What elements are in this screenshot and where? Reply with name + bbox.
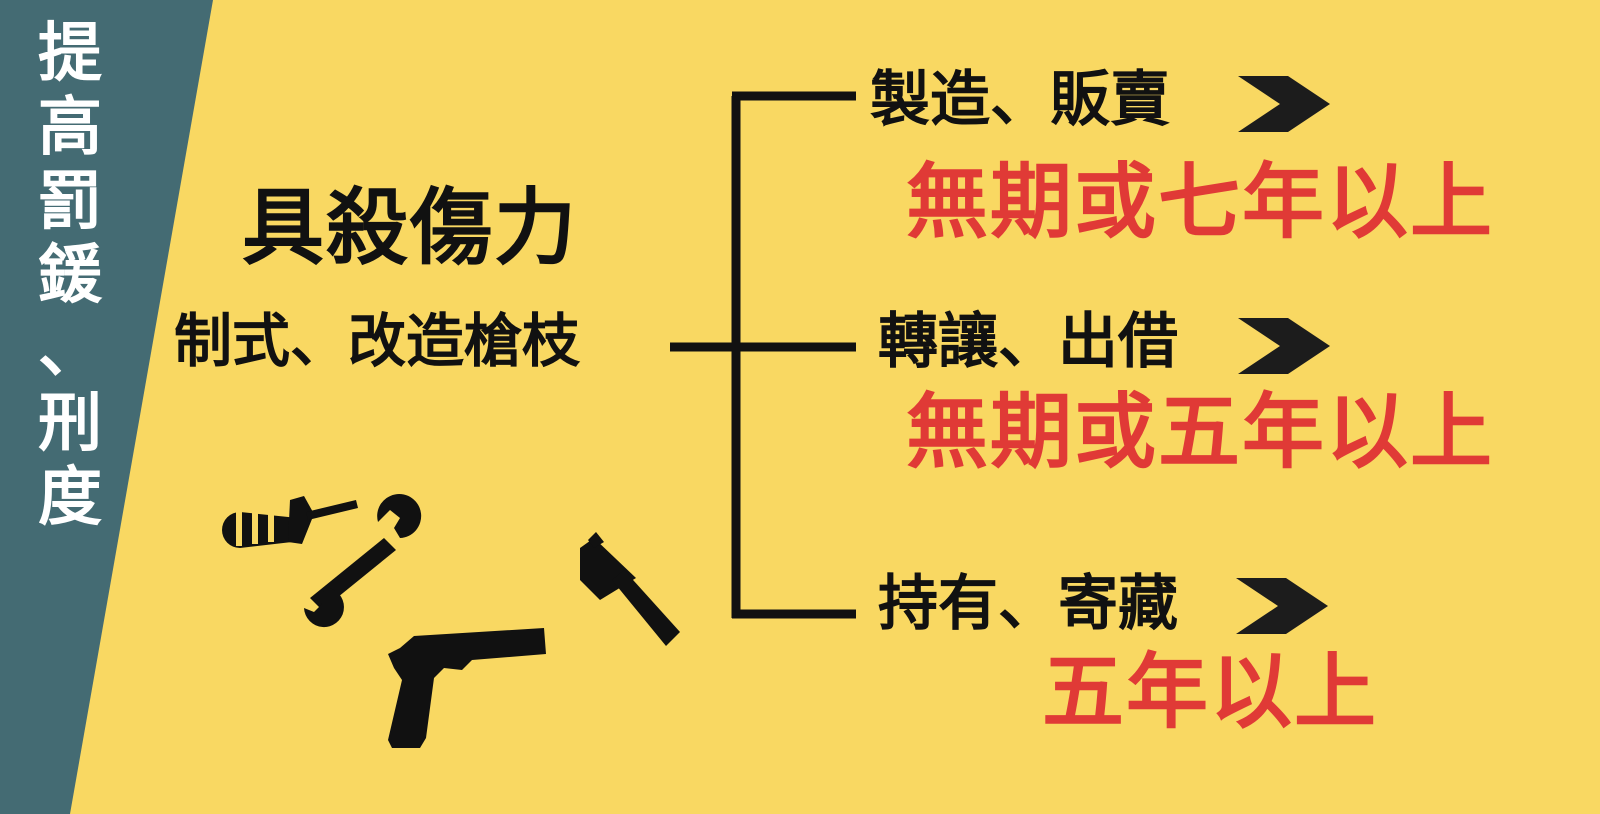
penalty-transfer: 無期或五年以上 — [906, 385, 1495, 480]
side-title-char: 度 — [38, 461, 102, 535]
side-title-char: 鍰 — [38, 239, 102, 313]
side-title-char: 提 — [38, 17, 102, 91]
side-title-char: 罰 — [38, 165, 102, 239]
side-title-char: 高 — [38, 91, 102, 165]
penalty-manufacture: 無期或七年以上 — [906, 155, 1495, 250]
main-title: 具殺傷力 — [242, 180, 579, 277]
chevron-right-icon — [1238, 318, 1330, 374]
branch-label-transfer: 轉讓、出借 — [878, 307, 1178, 377]
penalty-possession: 五年以上 — [1042, 645, 1379, 740]
side-title-char: 刑 — [38, 387, 102, 461]
chevron-right-icon — [1236, 578, 1328, 634]
side-title-char: 、 — [38, 313, 102, 387]
chevron-right-icon — [1238, 76, 1330, 132]
branch-label-possession: 持有、寄藏 — [878, 569, 1178, 639]
branch-label-manufacture: 製造、販賣 — [870, 65, 1170, 135]
main-subtitle: 制式、改造槍枝 — [174, 307, 581, 375]
